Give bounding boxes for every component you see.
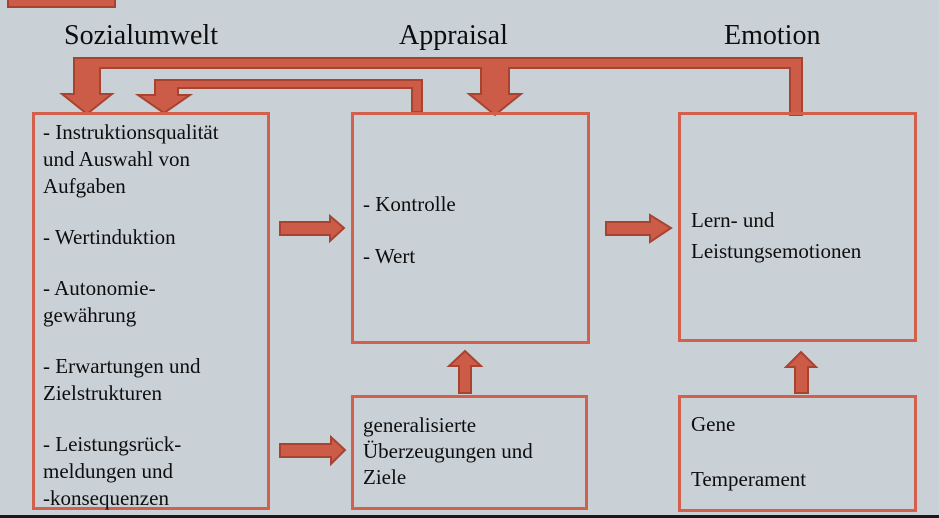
arrow-environment-to-appraisal-icon [279, 213, 346, 244]
box-text-item: - Leistungsrück- meldungen und -konseque… [43, 432, 182, 510]
box-generalized-beliefs: generalisierte Überzeugungen und Ziele [351, 395, 588, 510]
screen-bottom-edge [0, 515, 939, 518]
arrow-appraisal-to-emotion-icon [605, 213, 673, 244]
top-cropped-arrow [7, 0, 116, 8]
feedback-arrow-appraisal-to-environment-icon [134, 79, 423, 115]
box-text-item: Lern- und Leistungsemotionen [691, 208, 862, 263]
box-sozialumwelt-factors: - Instruktionsqualität und Auswahl von A… [32, 112, 270, 510]
header-emotion: Emotion [724, 20, 821, 51]
box-text-item: - Autonomie- gewährung [43, 276, 156, 327]
box-emotion: Lern- und Leistungsemotionen [678, 112, 917, 342]
box-text-item: - Wert [363, 244, 416, 268]
header-appraisal: Appraisal [399, 20, 508, 51]
box-text-item: - Instruktionsqualität und Auswahl von A… [43, 120, 219, 198]
header-sozialumwelt: Sozialumwelt [64, 20, 218, 51]
box-text-item: - Kontrolle [363, 192, 456, 216]
box-text-item: Gene [691, 412, 736, 436]
box-appraisal: - Kontrolle - Wert [351, 112, 590, 344]
arrow-beliefs-to-appraisal-icon [446, 349, 484, 394]
box-text-item: - Wertinduktion [43, 225, 176, 249]
box-text-item: generalisierte Überzeugungen und Ziele [363, 413, 533, 489]
feedback-arrow-emotion-to-environment-icon [59, 57, 803, 117]
box-text-item: - Erwartungen und Zielstrukturen [43, 354, 201, 405]
arrow-environment-to-beliefs-icon [279, 434, 347, 467]
box-genes-temperament: Gene Temperament [678, 395, 917, 512]
box-text-item: Temperament [691, 467, 807, 491]
arrow-genes-to-emotion-icon [783, 350, 819, 394]
